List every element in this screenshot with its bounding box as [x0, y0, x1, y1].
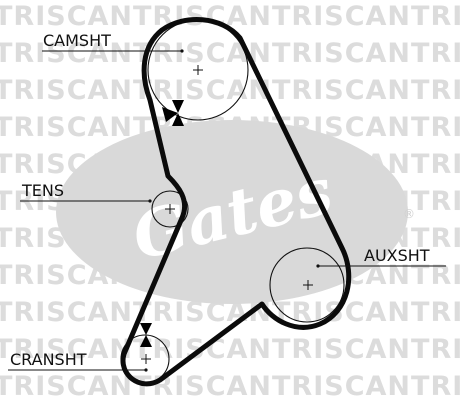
watermark-oval [56, 120, 408, 304]
cransht-leader-dot [144, 368, 148, 372]
watermark-row: TRISCANTRISCANTRISCANTRISCANTRISCAN [0, 75, 460, 106]
camsht-label: CAMSHT [43, 31, 111, 50]
crankshaft-center-cross [141, 354, 151, 364]
labels: CAMSHT TENS AUXSHT CRANSHT [10, 31, 430, 369]
pulley-centers [141, 65, 313, 364]
watermark-row: TRISCANTRISCANTRISCANTRISCANTRISCAN [0, 371, 460, 400]
crankshaft-timing-mark [140, 323, 152, 347]
watermark-trademark: ® [403, 207, 415, 221]
timing-marks [140, 100, 184, 347]
timing-belt [120, 17, 352, 387]
camshaft-timing-mark [162, 100, 184, 126]
leader-lines [8, 50, 446, 371]
cransht-label: CRANSHT [10, 350, 87, 369]
tensioner-pulley [151, 190, 189, 228]
camshaft-center-cross [193, 65, 203, 75]
leader-dots [144, 49, 320, 372]
watermark-row: TRISCANTRISCANTRISCANTRISCANTRISCAN [0, 334, 460, 365]
watermark-row: TRISCANTRISCANTRISCANTRISCANTRISCAN [0, 38, 460, 69]
camsht-leader-dot [180, 49, 184, 53]
auxiliary-center-cross [303, 280, 313, 290]
tens-leader-dot [148, 199, 152, 203]
tens-label: TENS [21, 181, 64, 200]
auxsht-leader-dot [316, 264, 320, 268]
tensioner-center-cross [165, 204, 175, 214]
auxsht-label: AUXSHT [364, 246, 430, 265]
auxiliary-shaft-pulley [269, 247, 345, 323]
